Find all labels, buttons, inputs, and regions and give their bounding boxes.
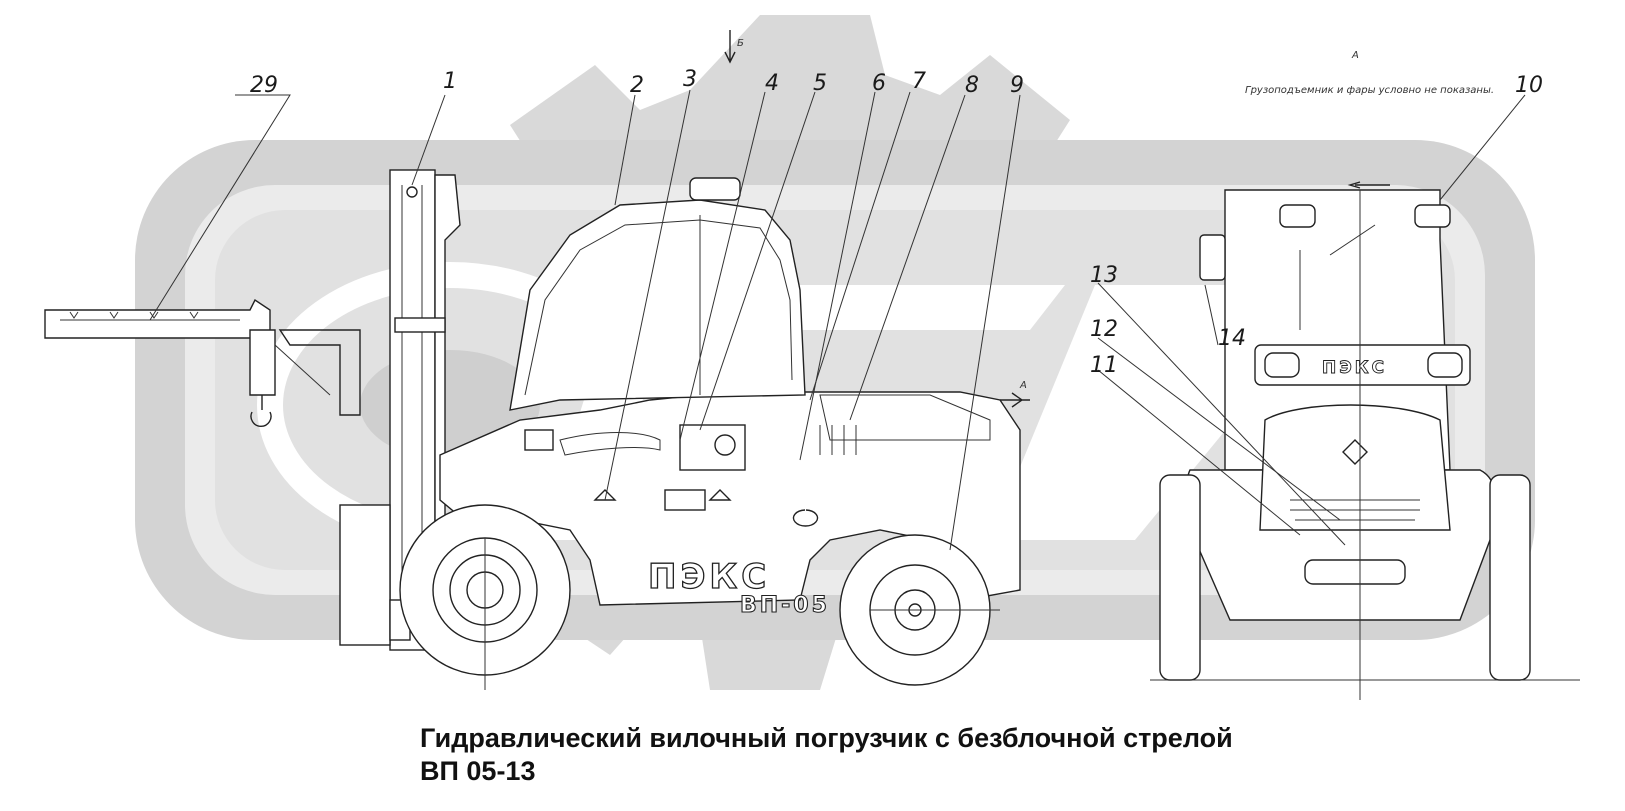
side-model-text: ВП-05	[740, 593, 830, 618]
callout-12: 12	[1090, 317, 1118, 342]
view-note: Грузоподъемник и фары условно не показан…	[1245, 85, 1494, 96]
front-wheel	[399, 504, 571, 690]
section-arrow	[1000, 392, 1030, 408]
rear-view: ПЭКС А Грузоподъемник и фары условно не …	[1150, 50, 1580, 700]
callout-8: 8	[965, 73, 979, 98]
section-label: А	[1019, 380, 1027, 391]
title-line-1: Гидравлический вилочный погрузчик с безб…	[420, 723, 1233, 753]
callout-numbers: 29 1 2 3 4 5 6 7 8 9 10 13 12 11 14	[250, 67, 1543, 378]
callout-3: 3	[683, 67, 697, 92]
callout-4: 4	[765, 71, 779, 96]
callout-29: 29	[250, 73, 278, 98]
view-b-label: Б	[737, 38, 744, 49]
callout-14: 14	[1218, 326, 1246, 351]
side-logo-text: ПЭКС	[648, 557, 770, 597]
callout-5: 5	[813, 71, 827, 96]
callout-10: 10	[1515, 73, 1543, 98]
side-lettering: ПЭКС ВП-05	[647, 556, 830, 618]
side-view: ПЭКС ВП-05 А Б	[44, 30, 1030, 690]
vehicle-body	[439, 177, 1021, 606]
view-a-label: А	[1351, 50, 1359, 61]
rear-wheel	[839, 534, 1000, 686]
callout-1: 1	[443, 69, 457, 94]
rear-logo-text: ПЭКС	[1322, 358, 1387, 378]
leader-lines	[149, 89, 1526, 551]
drawing-title: Гидравлический вилочный погрузчик с безб…	[420, 722, 1233, 788]
callout-9: 9	[1010, 73, 1024, 98]
callout-13: 13	[1090, 263, 1118, 288]
callout-2: 2	[630, 73, 644, 98]
callout-6: 6	[872, 71, 886, 96]
callout-7: 7	[912, 69, 926, 94]
title-line-2: ВП 05-13	[420, 756, 536, 786]
view-b-arrow	[724, 30, 736, 64]
callout-11: 11	[1090, 353, 1118, 378]
